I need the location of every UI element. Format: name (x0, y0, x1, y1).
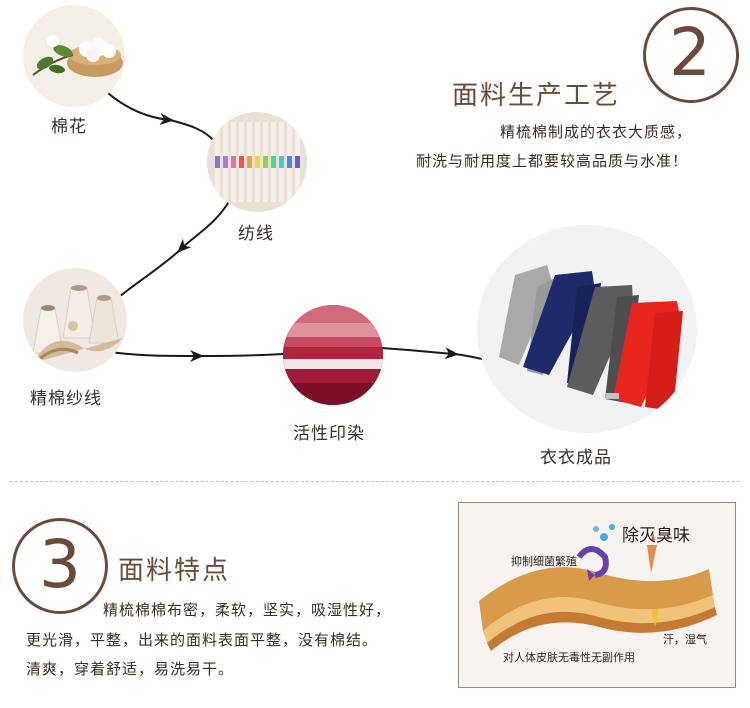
section3-desc-line1: 精梳棉棉布密，柔软，坚实，吸湿性好， (103, 601, 392, 619)
section3-title: 面料特点 (118, 556, 231, 586)
diagram-label-antibacterial: 抑制细菌繁殖 (511, 555, 577, 568)
section3-desc-line3: 清爽，穿着舒适，易洗易干。 (26, 660, 235, 678)
arrow-spinning-to-yarn (177, 199, 231, 253)
spinning-image (207, 112, 307, 212)
step-label-cotton: 棉花 (51, 117, 87, 137)
section3-number-ring (12, 518, 108, 614)
diagram-label-safe: 对人体皮肤无毒性无副作用 (503, 651, 635, 664)
section2-title: 面料生产工艺 (452, 81, 621, 111)
cotton-image (23, 5, 125, 107)
diagram-title: 除灭臭味 (622, 526, 690, 546)
arrow-yarn-to-dyeing (109, 349, 204, 362)
arrow-dyeing-to-finished (381, 347, 459, 360)
section-divider (10, 481, 740, 482)
combed-yarn-image (23, 268, 127, 372)
step-label-spinning: 纺线 (238, 224, 274, 244)
section3-number: 3 (39, 526, 81, 603)
section3-desc-line2: 更光滑，平整，出来的面料表面平整，没有棉结。 (26, 631, 379, 649)
fabric-feature-diagram: 除灭臭味 抑制细菌繁殖 汗，湿气 对人体皮肤无毒性无副作用 (458, 502, 736, 688)
section2-desc-line1: 精梳棉制成的衣衣大质感， (500, 123, 693, 141)
process-flow-arrows (99, 85, 487, 362)
section2-number: 2 (669, 14, 711, 91)
step-label-combed-yarn: 精棉纱线 (30, 389, 102, 409)
finished-pants-image (477, 225, 697, 433)
step-label-dyeing: 活性印染 (293, 424, 365, 444)
step-label-finished: 衣衣成品 (540, 448, 612, 468)
section2-number-ring (643, 7, 739, 103)
section2-desc-line2: 耐洗与耐用度上都要较高品质与水准！ (416, 152, 689, 170)
dyeing-image (283, 305, 383, 405)
diagram-label-sweat: 汗，湿气 (663, 633, 707, 646)
